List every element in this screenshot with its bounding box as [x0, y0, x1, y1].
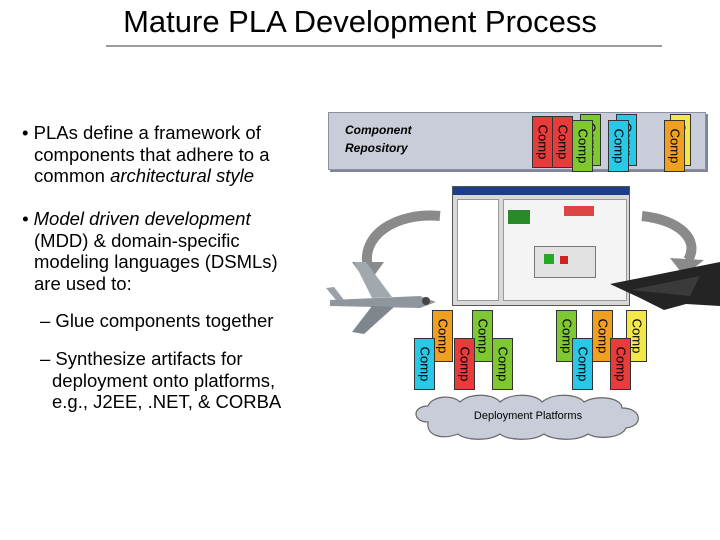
- subbullet-synthesize-line3: e.g., J2EE, .NET, & CORBA: [52, 391, 282, 412]
- tree-pane: [457, 199, 499, 301]
- bullet-plas-line2: components that adhere to a: [34, 143, 270, 165]
- bullet-plas-line3-a: common: [34, 165, 111, 186]
- deployment-cloud: [415, 394, 639, 440]
- assembled-comp-tile: Comp: [610, 338, 631, 390]
- assembled-comp-tile: Comp: [592, 310, 613, 362]
- bullet-mdd-line2: (MDD) & domain-specific: [34, 229, 240, 251]
- assembled-comp-tile: Comp: [414, 338, 435, 390]
- bullet-plas-line3: common architectural style: [22, 165, 312, 187]
- slide-title: Mature PLA Development Process: [123, 4, 597, 39]
- assembled-comp-tile: Comp: [572, 338, 593, 390]
- repository-label: Component Repository: [345, 121, 412, 157]
- subbullet-synthesize-line1: – Synthesize artifacts for: [40, 348, 243, 369]
- title-rule: [106, 45, 662, 47]
- bullet-mdd-line1: • Model driven development: [22, 208, 251, 229]
- right-arrowhead: [670, 258, 704, 276]
- bullet-plas-line3-b: architectural style: [110, 165, 255, 186]
- subbullet-synthesize: – Synthesize artifacts for deployment on…: [40, 348, 330, 413]
- repository-label-line2: Repository: [345, 141, 408, 155]
- repository-label-line1: Component: [345, 123, 412, 137]
- bullet-mdd: • Model driven development (MDD) & domai…: [22, 208, 322, 294]
- component-repository: Component Repository: [328, 112, 706, 170]
- model-canvas: [503, 199, 627, 301]
- bullet-mdd-line4: are used to:: [34, 272, 132, 294]
- assembled-comp-tile: Comp: [626, 310, 647, 362]
- repo-comp-tile: Comp: [664, 120, 685, 172]
- subbullet-synthesize-line2: deployment onto platforms,: [52, 369, 276, 391]
- bullet-plas: • PLAs define a framework of components …: [22, 122, 312, 187]
- deployment-platforms-label: Deployment Platforms: [473, 410, 583, 422]
- bullet-plas-line1: • PLAs define a framework of: [22, 122, 261, 143]
- modeling-tool-screenshot: [452, 186, 630, 306]
- repo-comp-tile: Comp: [608, 120, 629, 172]
- subbullet-glue: – Glue components together: [40, 310, 274, 331]
- window-titlebar: [453, 187, 629, 195]
- assembled-comp-tile: Comp: [556, 310, 577, 362]
- repo-comp-tile: Comp: [572, 120, 593, 172]
- bullet-mdd-line3: modeling languages (DSMLs): [34, 251, 278, 272]
- assembled-comp-tile: Comp: [432, 310, 453, 362]
- assembled-comp-tile: Comp: [472, 310, 493, 362]
- assembled-comp-tile: Comp: [454, 338, 475, 390]
- assembled-comp-tile: Comp: [492, 338, 513, 390]
